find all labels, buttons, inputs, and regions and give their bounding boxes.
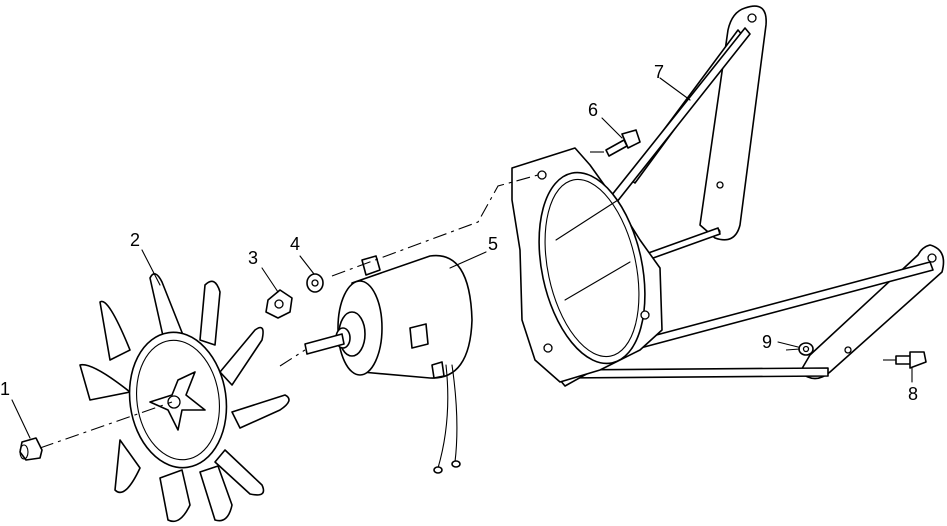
bolt-part-8 [883,351,927,369]
assembly-lines [39,151,801,449]
callout-3: 3 [248,248,258,268]
hub-nut-part-1 [19,437,43,461]
callout-9: 9 [762,332,772,352]
callout-1: 1 [0,379,10,399]
callout-6: 6 [588,100,598,120]
leader-lines [11,77,913,439]
callout-8: 8 [908,384,918,404]
callout-2: 2 [130,230,140,250]
callout-7: 7 [654,62,664,82]
callout-4: 4 [290,234,300,254]
fan-blade [79,273,290,523]
fan-motor [304,254,473,474]
nut-part-3 [265,289,293,319]
washer-part-4 [306,273,324,293]
fan-shroud-plate [511,147,663,383]
callout-labels: 1 2 3 4 5 6 7 8 9 [0,62,918,404]
screw-part-6 [605,129,641,157]
callout-5: 5 [488,234,498,254]
nut-part-9 [798,342,814,356]
